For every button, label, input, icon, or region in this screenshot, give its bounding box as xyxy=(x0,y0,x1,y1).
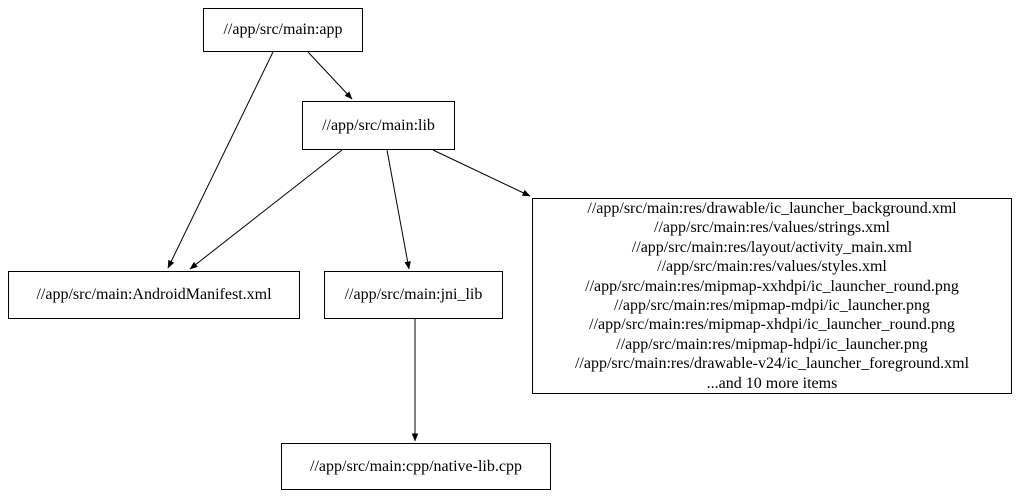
node-label-line: //app/src/main:res/drawable/ic_launcher_… xyxy=(587,199,957,217)
node-label-line: //app/src/main:res/mipmap-xhdpi/ic_launc… xyxy=(589,316,955,334)
node-label-line: //app/src/main:app xyxy=(223,21,343,39)
edge-lib-to-res-group xyxy=(432,149,531,197)
edge-lib-to-jni-lib xyxy=(386,149,411,270)
node-label-line: //app/src/main:res/values/styles.xml xyxy=(657,258,887,276)
node-label-line: //app/src/main:lib xyxy=(322,116,435,134)
node-label-line: ...and 10 more items xyxy=(706,374,838,392)
graph-node-native-lib-cpp: //app/src/main:cpp/native-lib.cpp xyxy=(281,443,551,490)
graph-node-lib: //app/src/main:lib xyxy=(302,101,455,150)
node-label-line: //app/src/main:res/values/strings.xml xyxy=(654,219,890,237)
graph-node-jni-lib: //app/src/main:jni_lib xyxy=(324,271,503,319)
node-label-line: //app/src/main:res/layout/activity_main.… xyxy=(631,238,913,256)
node-label-line: //app/src/main:res/mipmap-hdpi/ic_launch… xyxy=(616,335,928,353)
edge-app-to-android-manifest xyxy=(167,51,274,269)
graph-node-res-group: //app/src/main:res/drawable/ic_launcher_… xyxy=(532,198,1012,394)
edge-app-to-lib xyxy=(307,51,353,100)
node-label-line: //app/src/main:res/mipmap-mdpi/ic_launch… xyxy=(614,297,930,314)
node-label-line: //app/src/main:cpp/native-lib.cpp xyxy=(310,457,522,475)
graph-node-app: //app/src/main:app xyxy=(203,8,363,52)
node-label-line: //app/src/main:res/mipmap-xxhdpi/ic_laun… xyxy=(585,277,959,295)
node-label-line: //app/src/main:AndroidManifest.xml xyxy=(36,286,272,304)
node-label-line: //app/src/main:jni_lib xyxy=(344,286,483,304)
edge-lib-to-android-manifest xyxy=(189,149,343,270)
graph-node-android-manifest: //app/src/main:AndroidManifest.xml xyxy=(8,271,300,319)
node-label-line: //app/src/main:res/drawable-v24/ic_launc… xyxy=(574,355,970,373)
